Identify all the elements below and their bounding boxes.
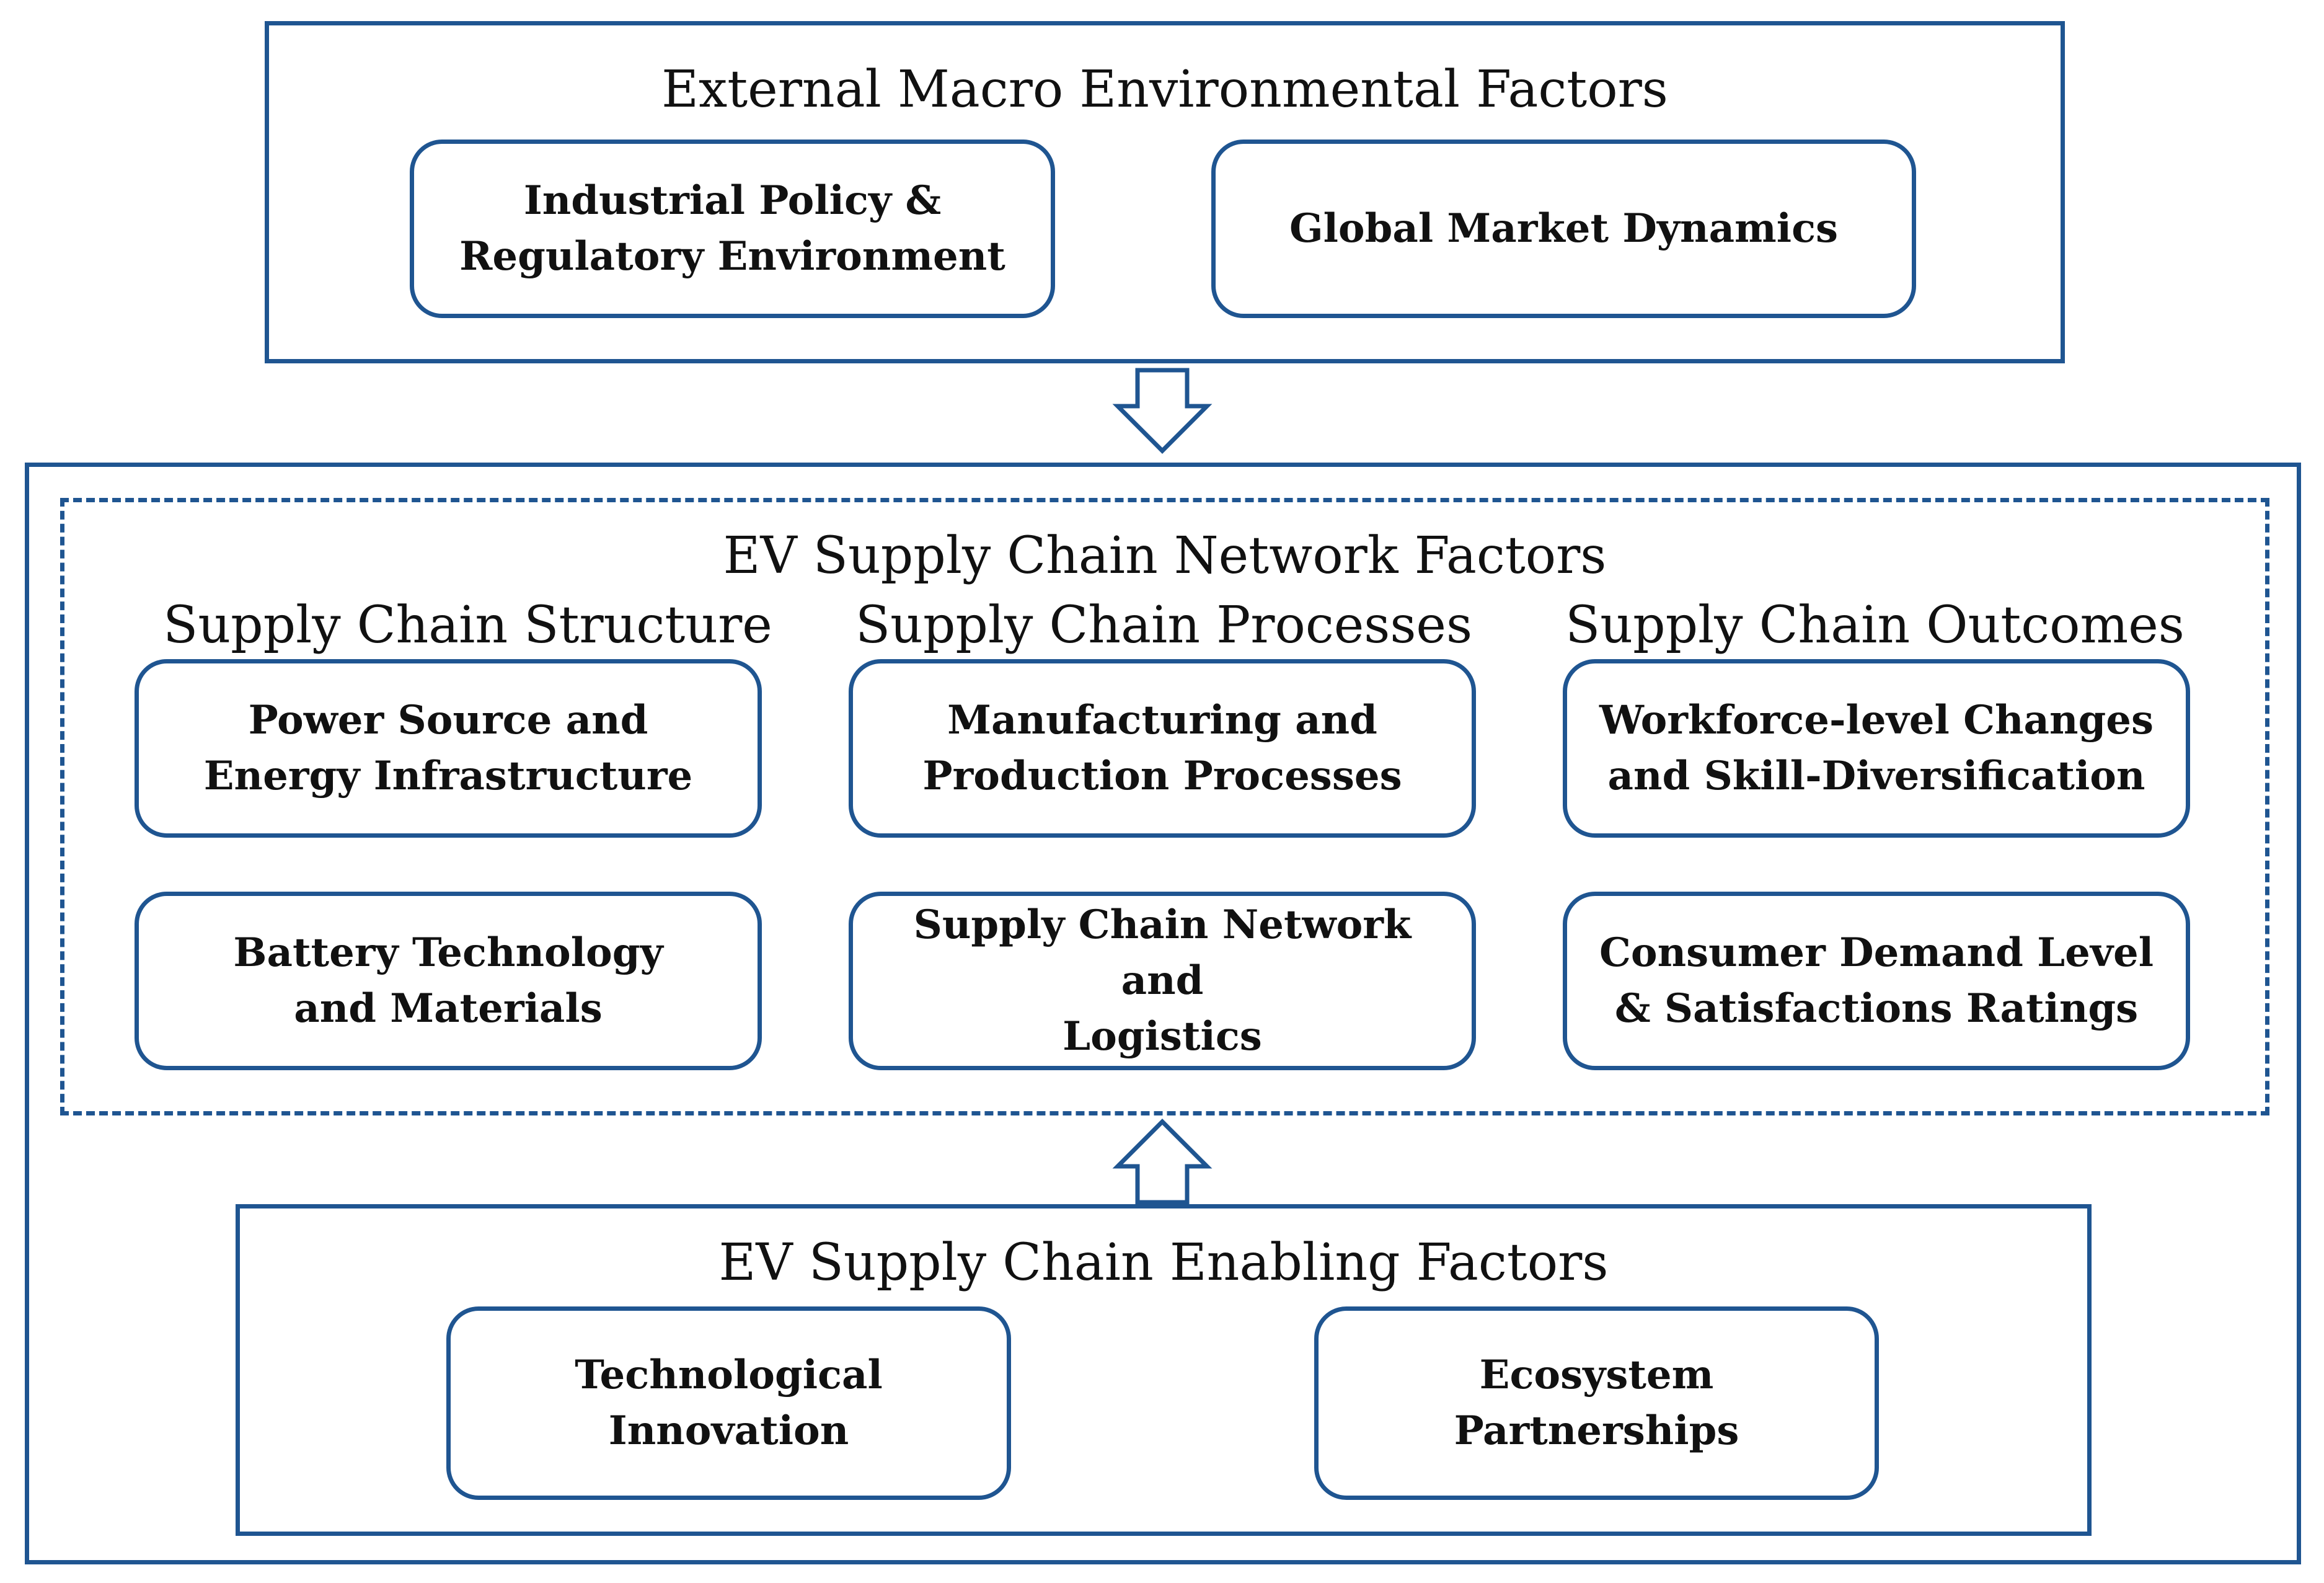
industrial-policy-label: Industrial Policy & Regulatory Environme… [459, 177, 1005, 280]
technological-innovation-box: Technological Innovation [446, 1306, 1011, 1500]
power-source-box: Power Source and Energy Infrastructure [135, 659, 762, 838]
processes-column-title: Supply Chain Processes [855, 596, 1473, 655]
consumer-demand-label: Consumer Demand Level & Satisfactions Ra… [1599, 929, 2154, 1032]
workforce-box: Workforce-level Changes and Skill-Divers… [1563, 659, 2190, 838]
workforce-label: Workforce-level Changes and Skill-Divers… [1599, 697, 2154, 799]
global-market-box: Global Market Dynamics [1211, 140, 1916, 318]
external-factors-title: External Macro Environmental Factors [661, 60, 1668, 119]
consumer-demand-box: Consumer Demand Level & Satisfactions Ra… [1563, 892, 2190, 1070]
logistics-box: Supply Chain Network and Logistics [849, 892, 1476, 1070]
network-factors-panel [60, 498, 2269, 1115]
hollow-down-arrow-icon [1112, 368, 1213, 454]
power-source-label: Power Source and Energy Infrastructure [203, 697, 693, 799]
battery-technology-box: Battery Technology and Materials [135, 892, 762, 1070]
hollow-up-arrow-icon [1112, 1119, 1213, 1205]
structure-column-title: Supply Chain Structure [163, 596, 772, 655]
technological-innovation-label: Technological Innovation [575, 1352, 883, 1454]
enabling-factors-title: EV Supply Chain Enabling Factors [718, 1233, 1609, 1292]
manufacturing-box: Manufacturing and Production Processes [849, 659, 1476, 838]
industrial-policy-box: Industrial Policy & Regulatory Environme… [410, 140, 1055, 318]
manufacturing-label: Manufacturing and Production Processes [922, 697, 1402, 799]
network-factors-title: EV Supply Chain Network Factors [723, 526, 1607, 585]
ecosystem-partnerships-label: Ecosystem Partnerships [1454, 1352, 1739, 1454]
global-market-label: Global Market Dynamics [1289, 205, 1839, 252]
battery-technology-label: Battery Technology and Materials [233, 929, 663, 1032]
ecosystem-partnerships-box: Ecosystem Partnerships [1314, 1306, 1879, 1500]
logistics-label: Supply Chain Network and Logistics [913, 902, 1412, 1060]
outcomes-column-title: Supply Chain Outcomes [1565, 596, 2185, 655]
